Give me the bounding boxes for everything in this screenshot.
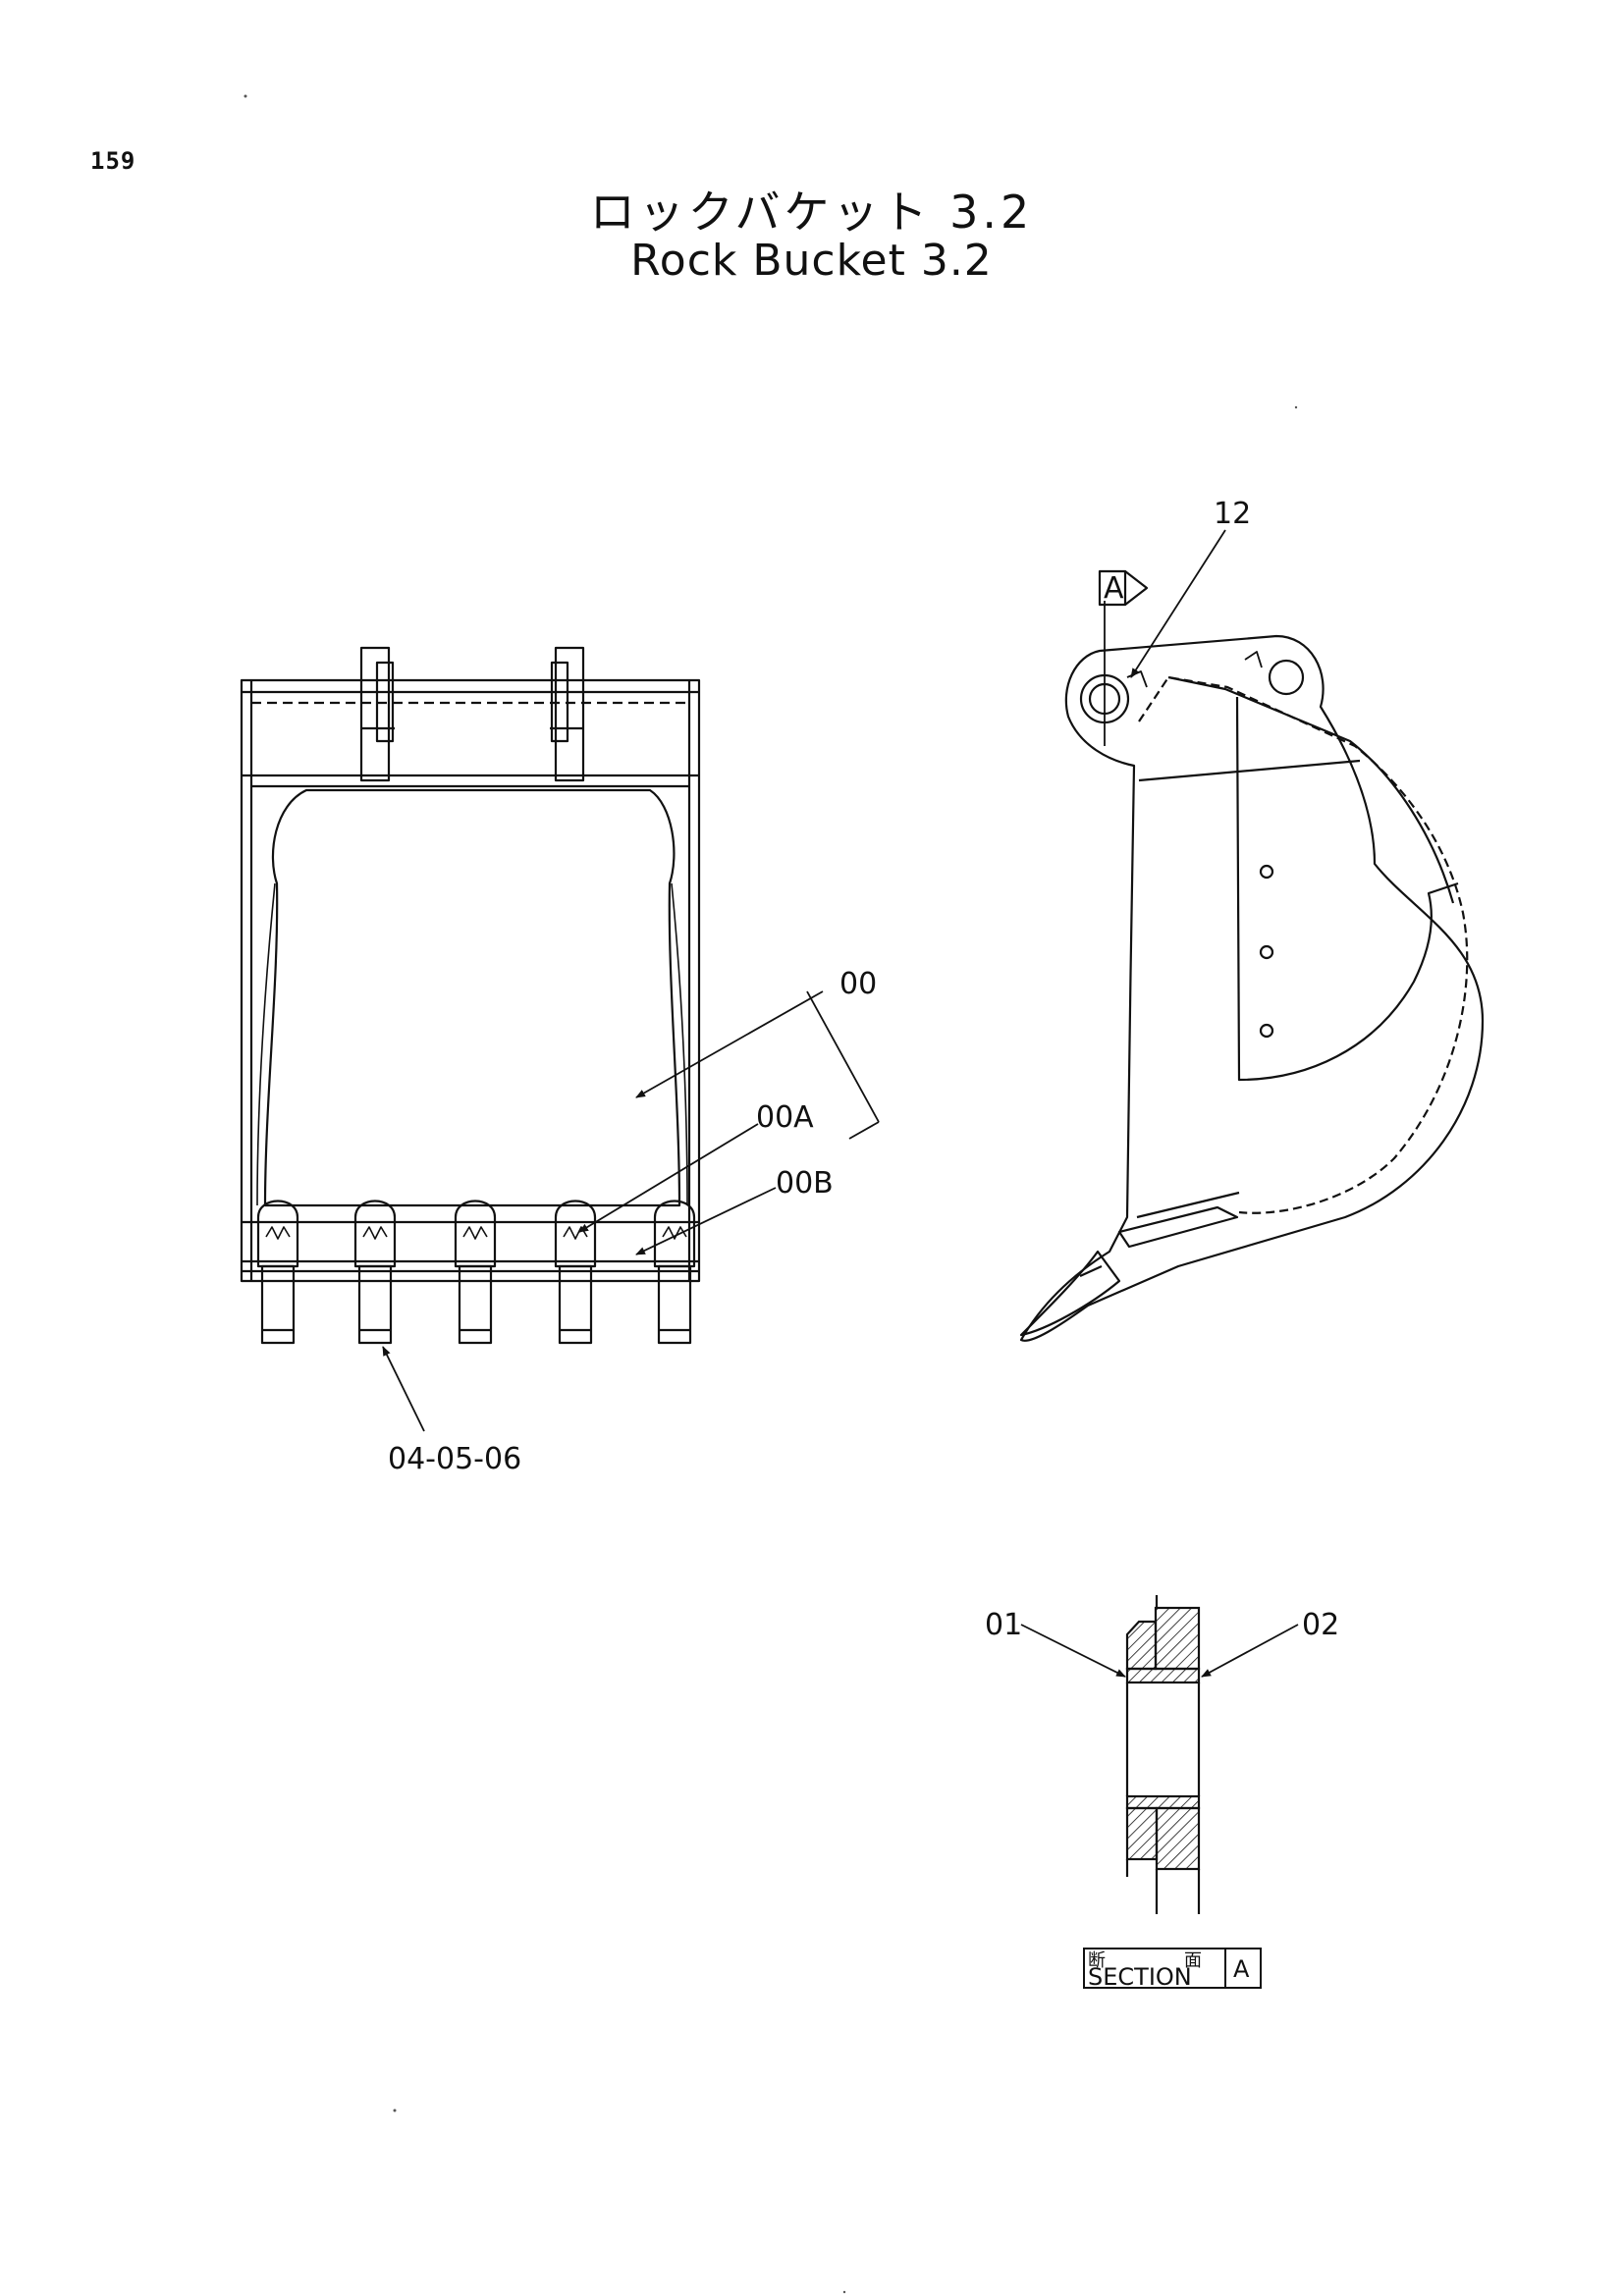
right-mounting-lug [550, 646, 585, 782]
leader-01 [1020, 1624, 1126, 1678]
left-mounting-lug [359, 646, 395, 782]
bucket-tooth [256, 1200, 299, 1345]
section-a-detail [1125, 1595, 1201, 1914]
bucket-opening [263, 788, 681, 1207]
page-number: 159 [90, 147, 136, 175]
leader-group-bracket [806, 990, 880, 1123]
scan-specks [243, 94, 1298, 2294]
section-jp-right: 面 [1184, 1950, 1202, 1971]
leader-04-05-06 [382, 1346, 425, 1432]
bucket-tooth [353, 1200, 397, 1345]
callout-00: 00 [839, 967, 877, 1001]
bucket-tooth [653, 1200, 696, 1345]
callout-00b: 00B [776, 1166, 834, 1201]
title-japanese: ロックバケット 3.2 [589, 186, 1034, 239]
callout-12: 12 [1214, 497, 1251, 531]
leader-00a [578, 1123, 759, 1233]
section-label: SECTION [1088, 1963, 1192, 1991]
leader-00b [635, 1187, 777, 1255]
title-english: Rock Bucket 3.2 [630, 236, 993, 286]
callout-01: 01 [985, 1608, 1022, 1642]
callout-00a: 00A [756, 1100, 814, 1135]
side-plate [1235, 696, 1459, 1082]
leader-12 [1130, 529, 1226, 678]
front-view-leaders [382, 990, 880, 1432]
bucket-side-view [1019, 569, 1485, 1342]
bucket-front-view [240, 646, 701, 1345]
leader-02 [1201, 1624, 1299, 1678]
callout-04-05-06: 04-05-06 [388, 1442, 521, 1476]
bucket-tooth [454, 1200, 497, 1345]
section-letter: A [1233, 1955, 1250, 1983]
leader-00 [635, 990, 824, 1098]
bucket-frame [240, 678, 701, 1283]
section-jp-left: 断 [1088, 1950, 1106, 1971]
side-profile [1019, 634, 1485, 1342]
callout-02: 02 [1302, 1608, 1339, 1642]
view-a-letter: A [1104, 571, 1124, 606]
section-label-box: 断 面 SECTION A [1083, 1948, 1262, 1991]
view-a-arrow-icon [1124, 570, 1149, 606]
